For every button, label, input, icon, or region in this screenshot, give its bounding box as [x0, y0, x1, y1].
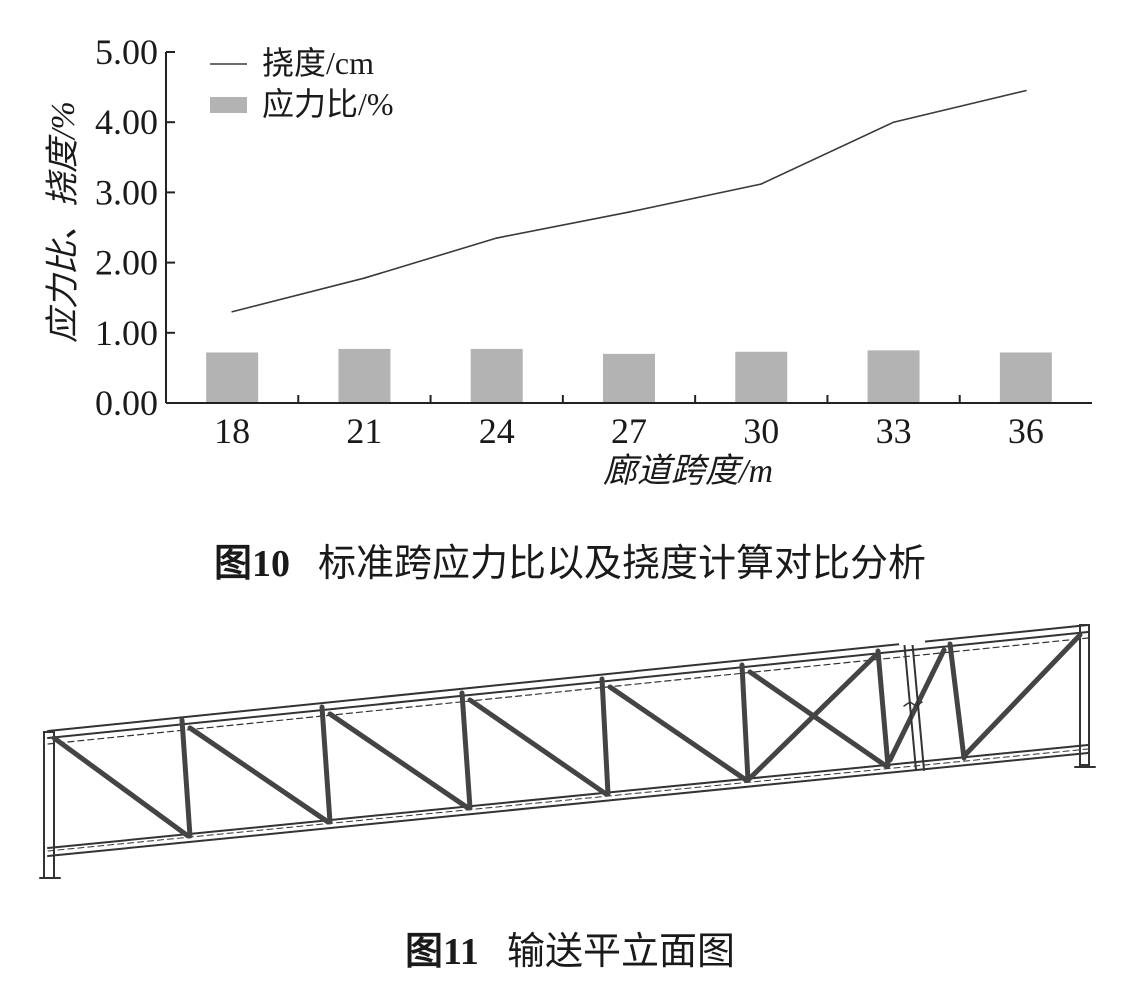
x-tick-label: 24 [479, 411, 515, 451]
x-axis-label: 廊道跨度/m [603, 453, 773, 490]
truss-diagonals [51, 632, 1083, 839]
deflection-point-30 [760, 183, 763, 185]
bar-21 [338, 348, 391, 403]
plot-area: 0.00 1.00 2.00 3.00 4.00 5.00 18 21 24 27 30 33 36 廊道… [45, 32, 1092, 490]
bar-33 [867, 350, 920, 403]
figure-11-caption: 图11 输送平立面图 [0, 920, 1140, 975]
legend-bar-swatch [210, 97, 247, 113]
x-tick-label: 33 [876, 411, 912, 451]
deflection-point-24 [495, 237, 498, 239]
figure-10-caption: 图10 标准跨应力比以及挠度计算对比分析 [0, 532, 1140, 587]
bar-24 [470, 348, 523, 403]
deflection-point-27 [628, 211, 630, 213]
truss-verticals [179, 641, 967, 839]
deflection-point-36 [1025, 89, 1027, 92]
top-chord [47, 624, 1089, 745]
figure-11-title: 输送平立面图 [506, 929, 735, 973]
break-mark [899, 635, 925, 771]
bar-18 [206, 352, 259, 403]
legend-label-deflection: 挠度/cm [262, 45, 374, 81]
y-tick-label: 4.00 [95, 102, 158, 142]
bottom-chord [47, 744, 1089, 857]
y-tick-label: 0.00 [95, 383, 158, 423]
x-tick-label: 27 [611, 411, 647, 451]
bar-36 [999, 352, 1052, 403]
truss-elevation-drawing [39, 624, 1096, 879]
x-tick-label: 30 [743, 411, 779, 451]
x-tick-label: 36 [1008, 411, 1044, 451]
y-tick-label: 5.00 [95, 32, 158, 72]
y-tick-label: 3.00 [95, 172, 158, 212]
x-tick-label: 21 [346, 411, 382, 451]
deflection-point-21 [363, 277, 366, 279]
y-axis-label: 应力比、挠度/% [45, 101, 82, 343]
chart: 0.00 1.00 2.00 3.00 4.00 5.00 18 21 24 27 30 33 36 廊道… [45, 32, 1092, 490]
figure-10-number: 图10 [213, 543, 290, 585]
end-posts [39, 624, 1096, 879]
bar-30 [735, 351, 788, 403]
deflection-point-33 [892, 121, 895, 123]
y-tick-label: 1.00 [95, 313, 158, 353]
figure-11-number: 图11 [405, 931, 479, 973]
x-tick-label: 18 [214, 411, 250, 451]
figure-10-title: 标准跨应力比以及挠度计算对比分析 [318, 541, 927, 585]
deflection-point-18 [231, 310, 233, 313]
y-tick-label: 2.00 [95, 243, 158, 283]
bar-27 [603, 353, 655, 403]
legend-label-stress-ratio: 应力比/% [262, 86, 394, 122]
deflection-line [231, 89, 1027, 313]
